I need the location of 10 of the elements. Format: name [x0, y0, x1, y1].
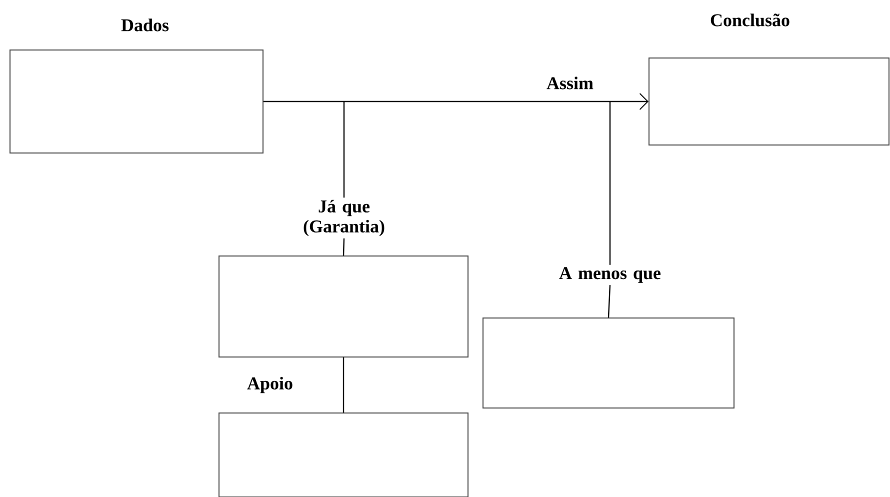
- box-heading: Conclusão: [710, 14, 790, 26]
- connector-line: [264, 93, 648, 110]
- box-heading: Apoio: [247, 376, 292, 394]
- box-heading: Dados: [121, 18, 169, 32]
- box-heading: A menos que: [559, 267, 661, 283]
- connector-line: [608, 100, 611, 318]
- box-heading: Já que (Garantia): [304, 200, 384, 236]
- connector-line: [342, 100, 345, 256]
- edge-label: Assim: [546, 76, 594, 90]
- connector-line: [342, 358, 344, 412]
